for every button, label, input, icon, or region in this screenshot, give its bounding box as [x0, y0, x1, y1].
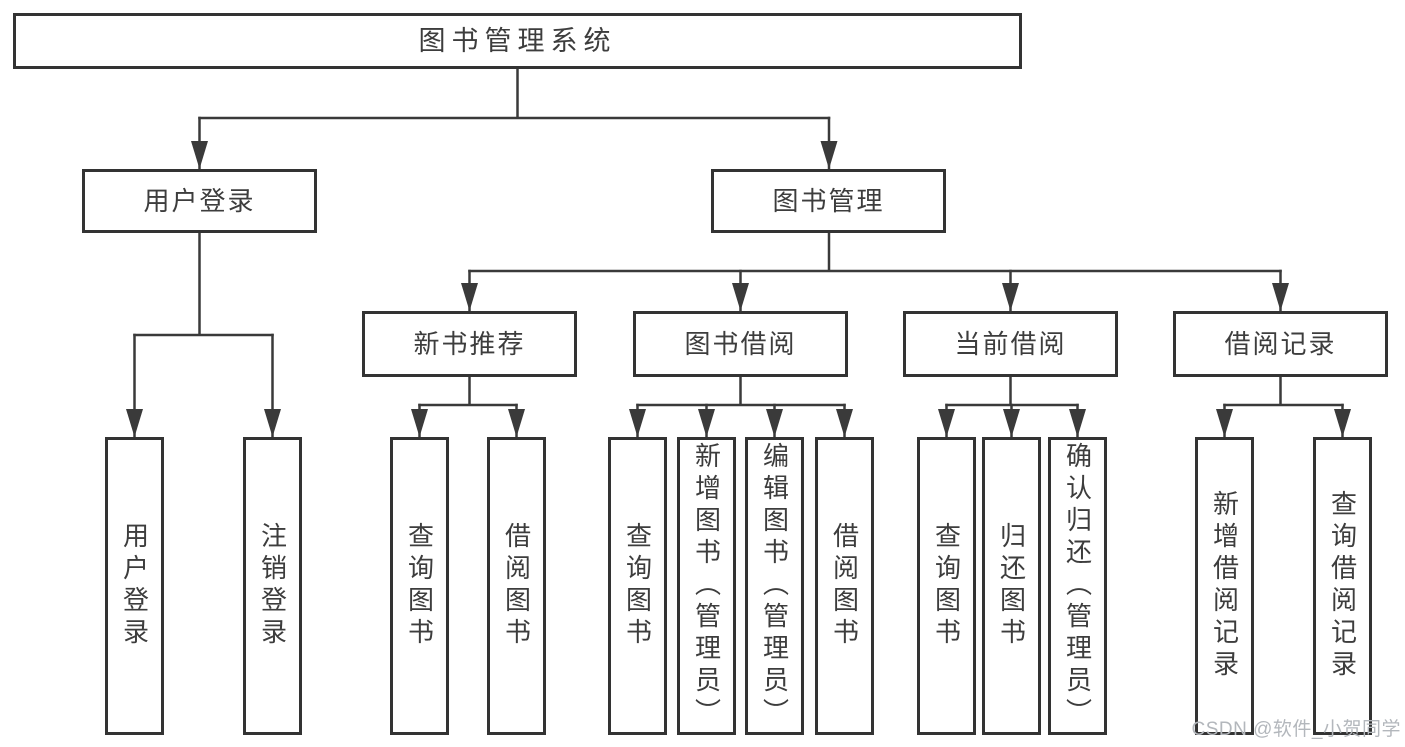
connector-current-borrowing-children — [938, 375, 1086, 438]
node-book-management: 图书管理 — [711, 169, 946, 233]
connector-book-borrowing-children — [629, 375, 853, 438]
leaf-confirm-return-admin: 确认归还（管理员） — [1048, 437, 1107, 735]
leaf-query-books-borrowing: 查询图书 — [608, 437, 667, 735]
node-user-login: 用户登录 — [82, 169, 317, 233]
connector-root-to-level2 — [191, 67, 838, 170]
node-borrowing-records: 借阅记录 — [1173, 311, 1388, 377]
connector-borrowing-records-children — [1216, 375, 1351, 438]
leaf-borrow-books-borrowing: 借阅图书 — [815, 437, 874, 735]
connector-new-book-children — [411, 375, 525, 438]
leaf-query-borrowing-record: 查询借阅记录 — [1313, 437, 1372, 735]
leaf-logout: 注销登录 — [243, 437, 302, 735]
leaf-add-borrowing-record: 新增借阅记录 — [1195, 437, 1254, 735]
watermark: CSDN @软件_小贺同学 — [1191, 719, 1401, 740]
node-current-borrowing: 当前借阅 — [903, 311, 1118, 377]
leaf-user-login: 用户登录 — [105, 437, 164, 735]
leaf-edit-book-admin: 编辑图书（管理员） — [745, 437, 804, 735]
leaf-borrow-books-recommend: 借阅图书 — [487, 437, 546, 735]
leaf-query-books-recommend: 查询图书 — [390, 437, 449, 735]
leaf-query-books-current: 查询图书 — [917, 437, 976, 735]
leaf-add-book-admin: 新增图书（管理员） — [677, 437, 736, 735]
connector-user-login-children — [126, 231, 281, 438]
leaf-return-books: 归还图书 — [982, 437, 1041, 735]
node-library-management-system: 图书管理系统 — [13, 13, 1022, 69]
connector-book-management-to-level3 — [461, 231, 1289, 312]
node-new-book-recommendation: 新书推荐 — [362, 311, 577, 377]
node-book-borrowing: 图书借阅 — [633, 311, 848, 377]
